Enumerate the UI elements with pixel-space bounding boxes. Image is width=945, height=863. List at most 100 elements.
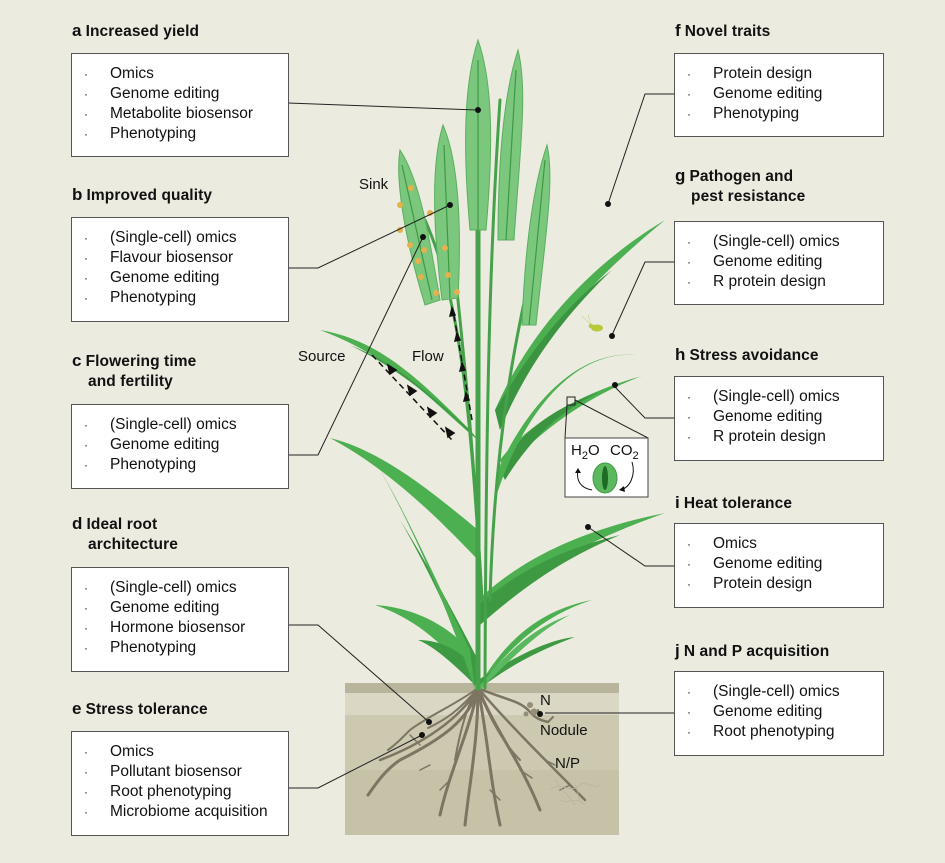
bullet: · [687,685,691,699]
list-item: ·Root phenotyping [84,782,288,802]
bullet: · [84,251,88,265]
item-text: Omics [110,65,154,82]
list-item: ·Protein design [687,64,883,84]
bullet: · [84,601,88,615]
item-text: (Single-cell) omics [110,579,237,596]
bullet: · [687,725,691,739]
item-text: Root phenotyping [110,783,232,800]
list-item: ·Genome editing [687,554,883,574]
nodule-label: Nodule [540,722,588,739]
item-text: Phenotyping [110,456,197,473]
bullet: · [84,438,88,452]
spikes [398,38,551,326]
panel-title-text: Flowering time [85,353,197,370]
panel-title-text: Increased yield [85,23,200,40]
list-item: ·Omics [687,534,883,554]
list-item: · Hormone biosensor [84,618,288,638]
bullet: · [84,745,88,759]
item-text: (Single-cell) omics [713,683,840,700]
co2-label: CO2 [610,442,639,462]
item-text: (Single-cell) omics [713,388,840,405]
panel-title-text: Stress tolerance [85,701,208,718]
bullet: · [687,577,691,591]
panel-title-text: Stress avoidance [689,347,819,364]
bullet: · [687,107,691,121]
item-text: Genome editing [713,253,823,270]
item-text: (Single-cell) omics [110,229,237,246]
flow-arrows [371,305,473,441]
roots [366,686,587,827]
bullet: · [84,765,88,779]
panel-letter: b [72,185,83,204]
item-text: Genome editing [110,269,220,286]
list-item: · R protein design [687,272,883,292]
panel-letter: f [675,21,681,40]
leaves [320,220,665,690]
item-text: Protein design [713,65,813,82]
item-text: Phenotyping [713,105,800,122]
panel-g-box: · (Single-cell) omics · Genome editing · R … [674,221,884,305]
item-text: R protein design [713,273,826,290]
list-item: ·(Single-cell) omics [687,387,883,407]
bullet: · [687,705,691,719]
panel-letter: d [72,514,83,533]
list-item: ·Phenotyping [84,288,288,308]
list-item: · Metabolite biosensor [84,104,288,124]
panel-h-box: ·(Single-cell) omics · Genome editing ·R … [674,376,884,461]
bullet: · [84,805,88,819]
co2-main: CO [610,442,633,459]
list-item: ·R protein design [687,427,883,447]
item-text: Omics [713,535,757,552]
anthers [397,185,460,296]
bullet: · [687,275,691,289]
bullet: · [84,621,88,635]
panel-c-box: ·(Single-cell) omics ·Genome editing ·Ph… [71,404,289,489]
panel-title-line2: pest resistance [691,188,806,205]
list-item: ·Flavour biosensor [84,248,288,268]
bullet: · [687,255,691,269]
panel-title-text: Improved quality [86,187,213,204]
bullet: · [687,87,691,101]
list-item: ·Genome editing [687,702,883,722]
item-text: Root phenotyping [713,723,835,740]
list-item: · Omics [84,64,288,84]
aphid-pest [581,314,603,332]
item-text: (Single-cell) omics [713,233,840,250]
leader-dots [419,107,618,738]
item-text: Microbiome acquisition [110,803,268,820]
bullet: · [84,107,88,121]
panel-b-box: ·(Single-cell) omics ·Flavour biosensor … [71,217,289,322]
panel-d-box: ·(Single-cell) omics ·Genome editing ·Ho… [71,567,289,672]
bullet: · [84,418,88,432]
item-text: Hormone biosensor [110,619,246,636]
bullet: · [84,581,88,595]
item-text: Genome editing [713,408,823,425]
bullet: · [84,291,88,305]
item-text: Omics [110,743,154,760]
list-item: · (Single-cell) omics [687,682,883,702]
panel-title-line2: architecture [88,536,178,553]
panel-title-text: Novel traits [684,23,771,40]
list-item: · Omics [84,742,288,762]
fine-roots-np [549,779,601,806]
panel-title-text: Ideal root [86,516,158,533]
panel-letter: a [72,21,82,40]
list-item: · Microbiome acquisition [84,802,288,822]
panel-letter: h [675,345,686,364]
bullet: · [84,67,88,81]
item-text: Phenotyping [110,125,197,142]
bullet: · [687,410,691,424]
panel-i-box: ·Omics ·Genome editing ·Protein design [674,523,884,608]
bullet: · [84,458,88,472]
nodule [523,702,538,717]
np-label: N/P [555,755,581,772]
item-text: Metabolite biosensor [110,105,254,122]
list-item: ·(Single-cell) omics [84,228,288,248]
list-item: · Root phenotyping [687,722,883,742]
panel-f-box: ·Protein design ·Genome editing ·Phenoty… [674,53,884,137]
